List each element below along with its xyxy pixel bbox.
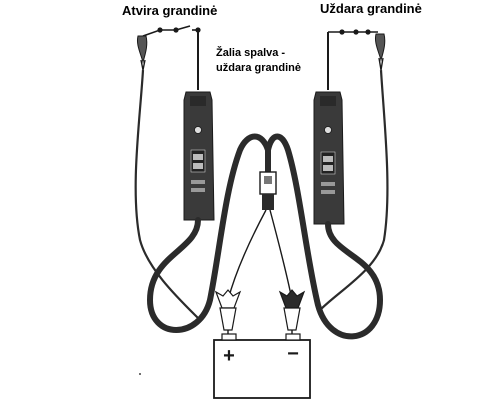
open-circuit-label: Atvira grandinė — [122, 3, 218, 18]
negative-lead — [269, 209, 293, 301]
right-tester — [265, 29, 389, 340]
positive-clamp — [214, 289, 242, 340]
negative-terminal — [285, 333, 301, 341]
battery-plus-sign: + — [223, 345, 235, 367]
battery: + − — [213, 333, 311, 399]
right-closed-switch — [328, 29, 378, 35]
scan-speck — [139, 373, 141, 375]
right-indicator-led — [324, 126, 332, 134]
negative-clamp — [278, 289, 306, 340]
green-note-line1: Žalia spalva - — [216, 47, 286, 59]
right-probe-cable — [265, 133, 384, 340]
positive-terminal — [221, 333, 237, 341]
left-open-switch — [142, 25, 201, 37]
right-lead-wire — [319, 69, 389, 311]
left-probe-cable — [146, 133, 271, 333]
right-probe-body — [313, 91, 345, 225]
green-note-line2: uždara grandinė — [216, 62, 301, 74]
green-indicator-note: Žalia spalva - uždara grandinė — [216, 46, 301, 76]
left-indicator-led — [194, 126, 202, 134]
battery-minus-sign: − — [287, 343, 299, 365]
right-top-clip — [375, 33, 386, 71]
closed-circuit-label: Uždara grandinė — [320, 1, 422, 16]
left-top-clip — [137, 35, 148, 71]
left-lead-wire — [134, 69, 201, 321]
positive-lead — [227, 209, 267, 301]
left-tester — [134, 25, 271, 333]
center-connector — [227, 150, 293, 301]
left-probe-body — [183, 91, 215, 221]
